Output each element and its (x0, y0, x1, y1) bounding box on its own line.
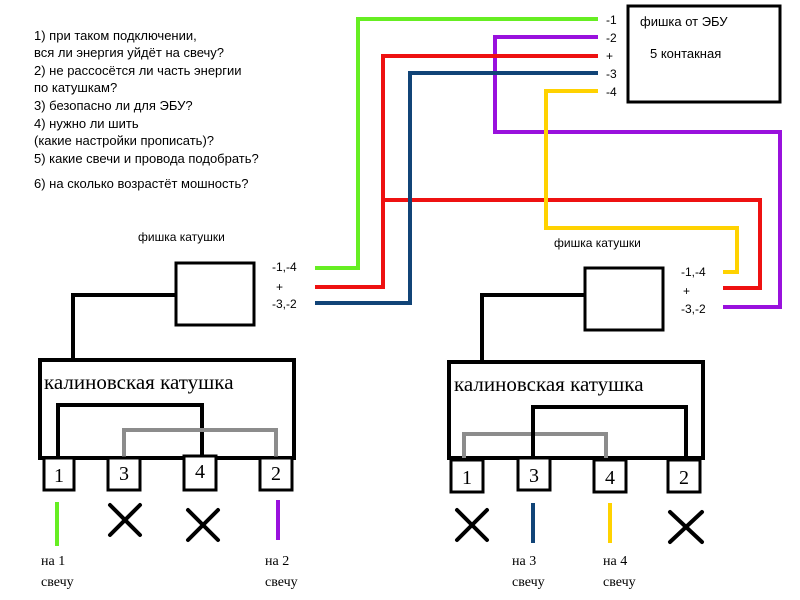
plug-label: на 4 (603, 554, 627, 569)
question-line: (какие настройки прописать)? (34, 133, 214, 148)
left-connector-label: фишка катушки (138, 230, 225, 244)
question-line: 1) при таком подключении, (34, 28, 197, 43)
right-connector-pin-label: -3,-2 (681, 302, 706, 316)
ecu-connector-box (626, 4, 782, 104)
right-connector-cable (480, 293, 585, 362)
wire-red-right (383, 198, 762, 290)
question-line: вся ли энергия уйдёт на свечу? (34, 45, 224, 60)
wires (315, 17, 782, 309)
right-coil-terminal (449, 458, 485, 494)
ecu-pin-label: -4 (606, 85, 617, 99)
plug-label: свечу (603, 575, 636, 590)
right-coil-terminal (592, 458, 628, 494)
right-coil-terminal-number: 2 (679, 467, 689, 489)
left-connector-cable (71, 293, 176, 360)
wire-purple (493, 35, 782, 309)
left-coil-title: калиновская катушка (44, 370, 234, 394)
wire-green (315, 17, 598, 270)
question-line: 4) нужно ли шить (34, 116, 139, 131)
ecu-connector-title: фишка от ЭБУ (640, 14, 728, 29)
right-connector-label: фишка катушки (554, 236, 641, 250)
right-connector-pin-label: -1,-4 (681, 265, 706, 279)
left-coil-terminal (182, 454, 218, 492)
question-list: 1) при таком подключении, вся ли энергия… (34, 28, 259, 191)
plug-output-labels: на 1 свечу на 2 свечу на 3 свечу на 4 св… (41, 554, 636, 590)
right-connector-box (583, 266, 665, 332)
wire-blue (315, 71, 598, 305)
question-line: 3) безопасно ли для ЭБУ? (34, 98, 193, 113)
plug-label: на 3 (512, 554, 536, 569)
plug-label: на 2 (265, 554, 289, 569)
left-connector-pin-label: + (276, 280, 283, 294)
right-coil-winding-black (531, 405, 688, 458)
left-coil-terminal-number: 3 (119, 463, 129, 485)
left-connector-pin-label: -3,-2 (272, 297, 297, 311)
right-ignition-coil: калиновская катушка 1 3 4 2 (447, 360, 705, 494)
right-coil-terminal-number: 3 (529, 465, 539, 487)
plug-label: свечу (41, 575, 74, 590)
left-coil-connector: фишка катушки -1,-4 + -3,-2 (71, 230, 297, 360)
unused-terminal-x-icon (455, 508, 489, 542)
left-connector-box (174, 261, 256, 327)
left-ignition-coil: калиновская катушка 1 3 4 2 (38, 358, 296, 492)
wire-red-left (315, 54, 598, 289)
ecu-pin-label: -1 (606, 13, 617, 27)
left-connector-pin-label: -1,-4 (272, 260, 297, 274)
plug-label: на 1 (41, 554, 65, 569)
ecu-pin-label: -3 (606, 67, 617, 81)
left-coil-terminal (106, 456, 142, 492)
left-coil-winding-gray (122, 428, 278, 458)
unused-terminal-marks (108, 503, 704, 544)
left-coil-terminal (258, 456, 294, 492)
unused-terminal-x-icon (186, 508, 220, 542)
unused-terminal-x-icon (108, 503, 142, 537)
question-line: по катушкам? (34, 80, 117, 95)
ecu-connector: фишка от ЭБУ 5 контакная -1 -2 + -3 -4 (606, 4, 782, 104)
right-coil-terminal (516, 456, 552, 492)
question-line: 5) какие свечи и провода подобрать? (34, 151, 259, 166)
left-coil-terminal (42, 456, 76, 492)
right-coil-terminal-number: 1 (462, 467, 472, 489)
right-connector-pin-label: + (683, 284, 690, 298)
ecu-pin-label: -2 (606, 31, 617, 45)
question-line: 6) на сколько возрастёт мошность? (34, 176, 248, 191)
left-coil-terminal-number: 4 (195, 461, 205, 483)
left-coil-terminal-number: 1 (54, 465, 64, 487)
spark-leads (55, 500, 612, 546)
right-coil-terminal (666, 458, 702, 494)
ecu-connector-subtitle: 5 контакная (650, 46, 721, 61)
right-coil-connector: фишка катушки -1,-4 + -3,-2 (480, 236, 706, 362)
question-line: 2) не рассосётся ли часть энергии (34, 63, 242, 78)
unused-terminal-x-icon (668, 510, 704, 544)
ecu-pin-label: + (606, 49, 613, 63)
right-coil-body (447, 360, 705, 460)
plug-label: свечу (265, 575, 298, 590)
wire-yellow (544, 89, 739, 274)
right-coil-terminal-number: 4 (605, 467, 615, 489)
right-coil-title: калиновская катушка (454, 372, 644, 396)
left-coil-terminal-number: 2 (271, 463, 281, 485)
plug-label: свечу (512, 575, 545, 590)
left-coil-body (38, 358, 296, 460)
